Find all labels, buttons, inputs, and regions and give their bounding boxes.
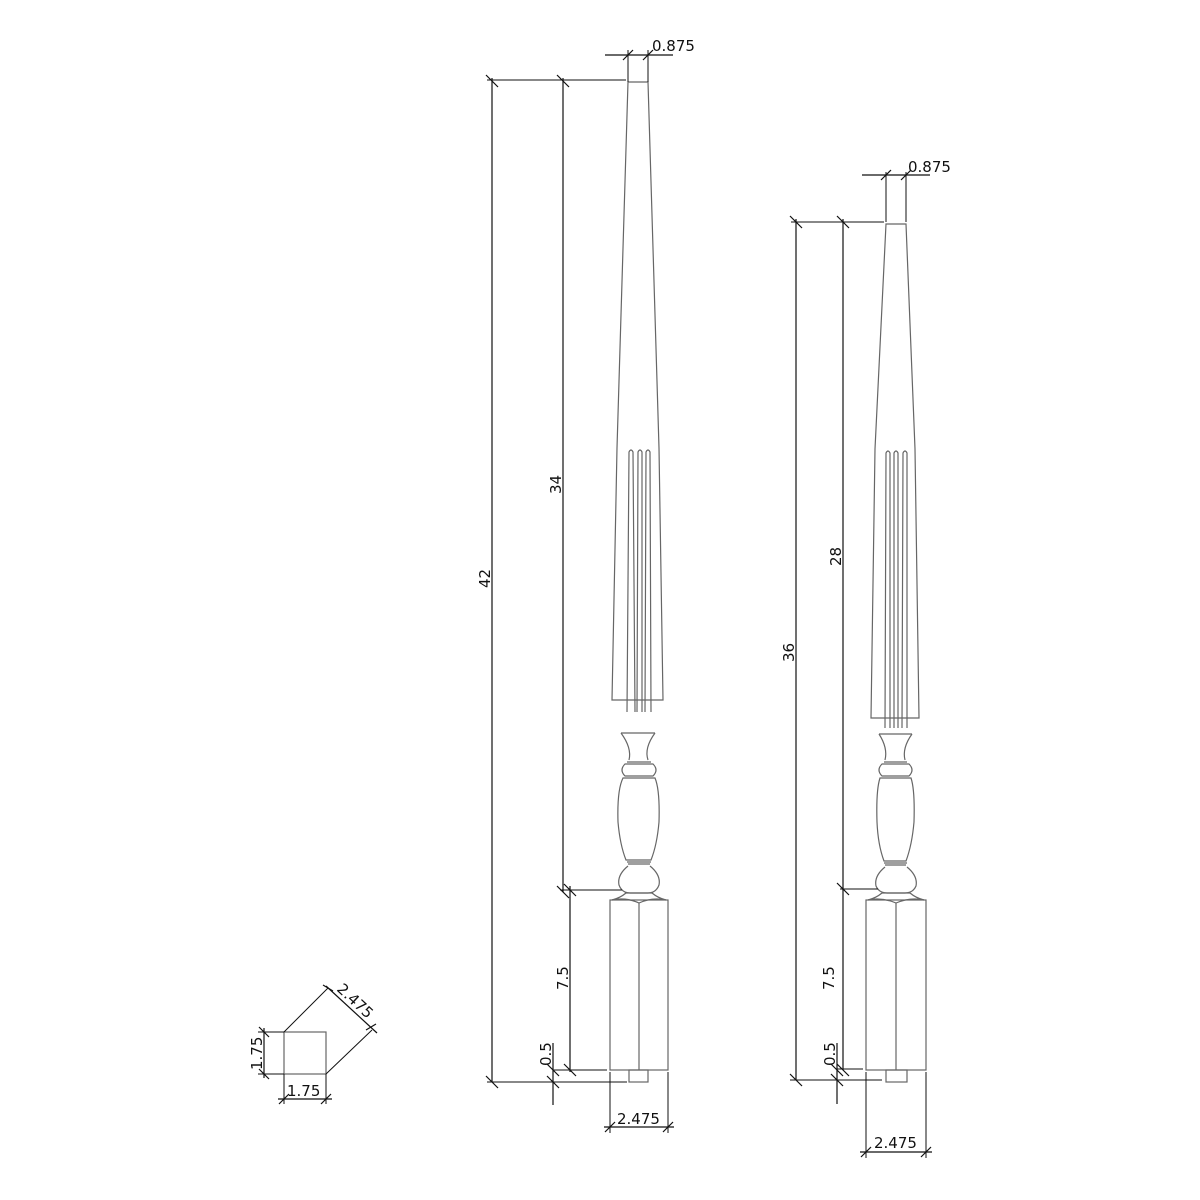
square-detail: 1.75 1.75 2.475 <box>248 980 378 1105</box>
square-width-label: 1.75 <box>287 1082 320 1100</box>
baluster-42-overall-height-label: 42 <box>476 569 494 588</box>
baluster-36-profile <box>865 223 927 1083</box>
square-height-label: 1.75 <box>248 1037 266 1070</box>
baluster-36-overall-height-label: 36 <box>780 643 798 662</box>
baluster-42-profile <box>609 81 669 1083</box>
baluster-42-block-width-label: 2.475 <box>617 1110 660 1128</box>
square-diagonal-label: 2.475 <box>333 980 377 1022</box>
baluster-36-block-height-label: 7.5 <box>820 966 838 990</box>
baluster-36-block-width-label: 2.475 <box>874 1134 917 1152</box>
square-section <box>283 1031 327 1075</box>
baluster-42-shaft-height-label: 34 <box>547 475 565 494</box>
baluster-36-pin-height-label: 0.5 <box>821 1042 839 1066</box>
baluster-36-shaft-height-label: 28 <box>827 547 845 566</box>
baluster-42: 0.875 42 34 7.5 0.5 2.475 <box>476 37 695 1133</box>
baluster-42-pin-height-label: 0.5 <box>537 1042 555 1066</box>
baluster-42-block-height-label: 7.5 <box>554 966 572 990</box>
baluster-42-top-width-label: 0.875 <box>652 37 695 55</box>
baluster-36: 0.875 36 28 7.5 0.5 2.475 <box>780 158 951 1158</box>
baluster-36-top-width-label: 0.875 <box>908 158 951 176</box>
